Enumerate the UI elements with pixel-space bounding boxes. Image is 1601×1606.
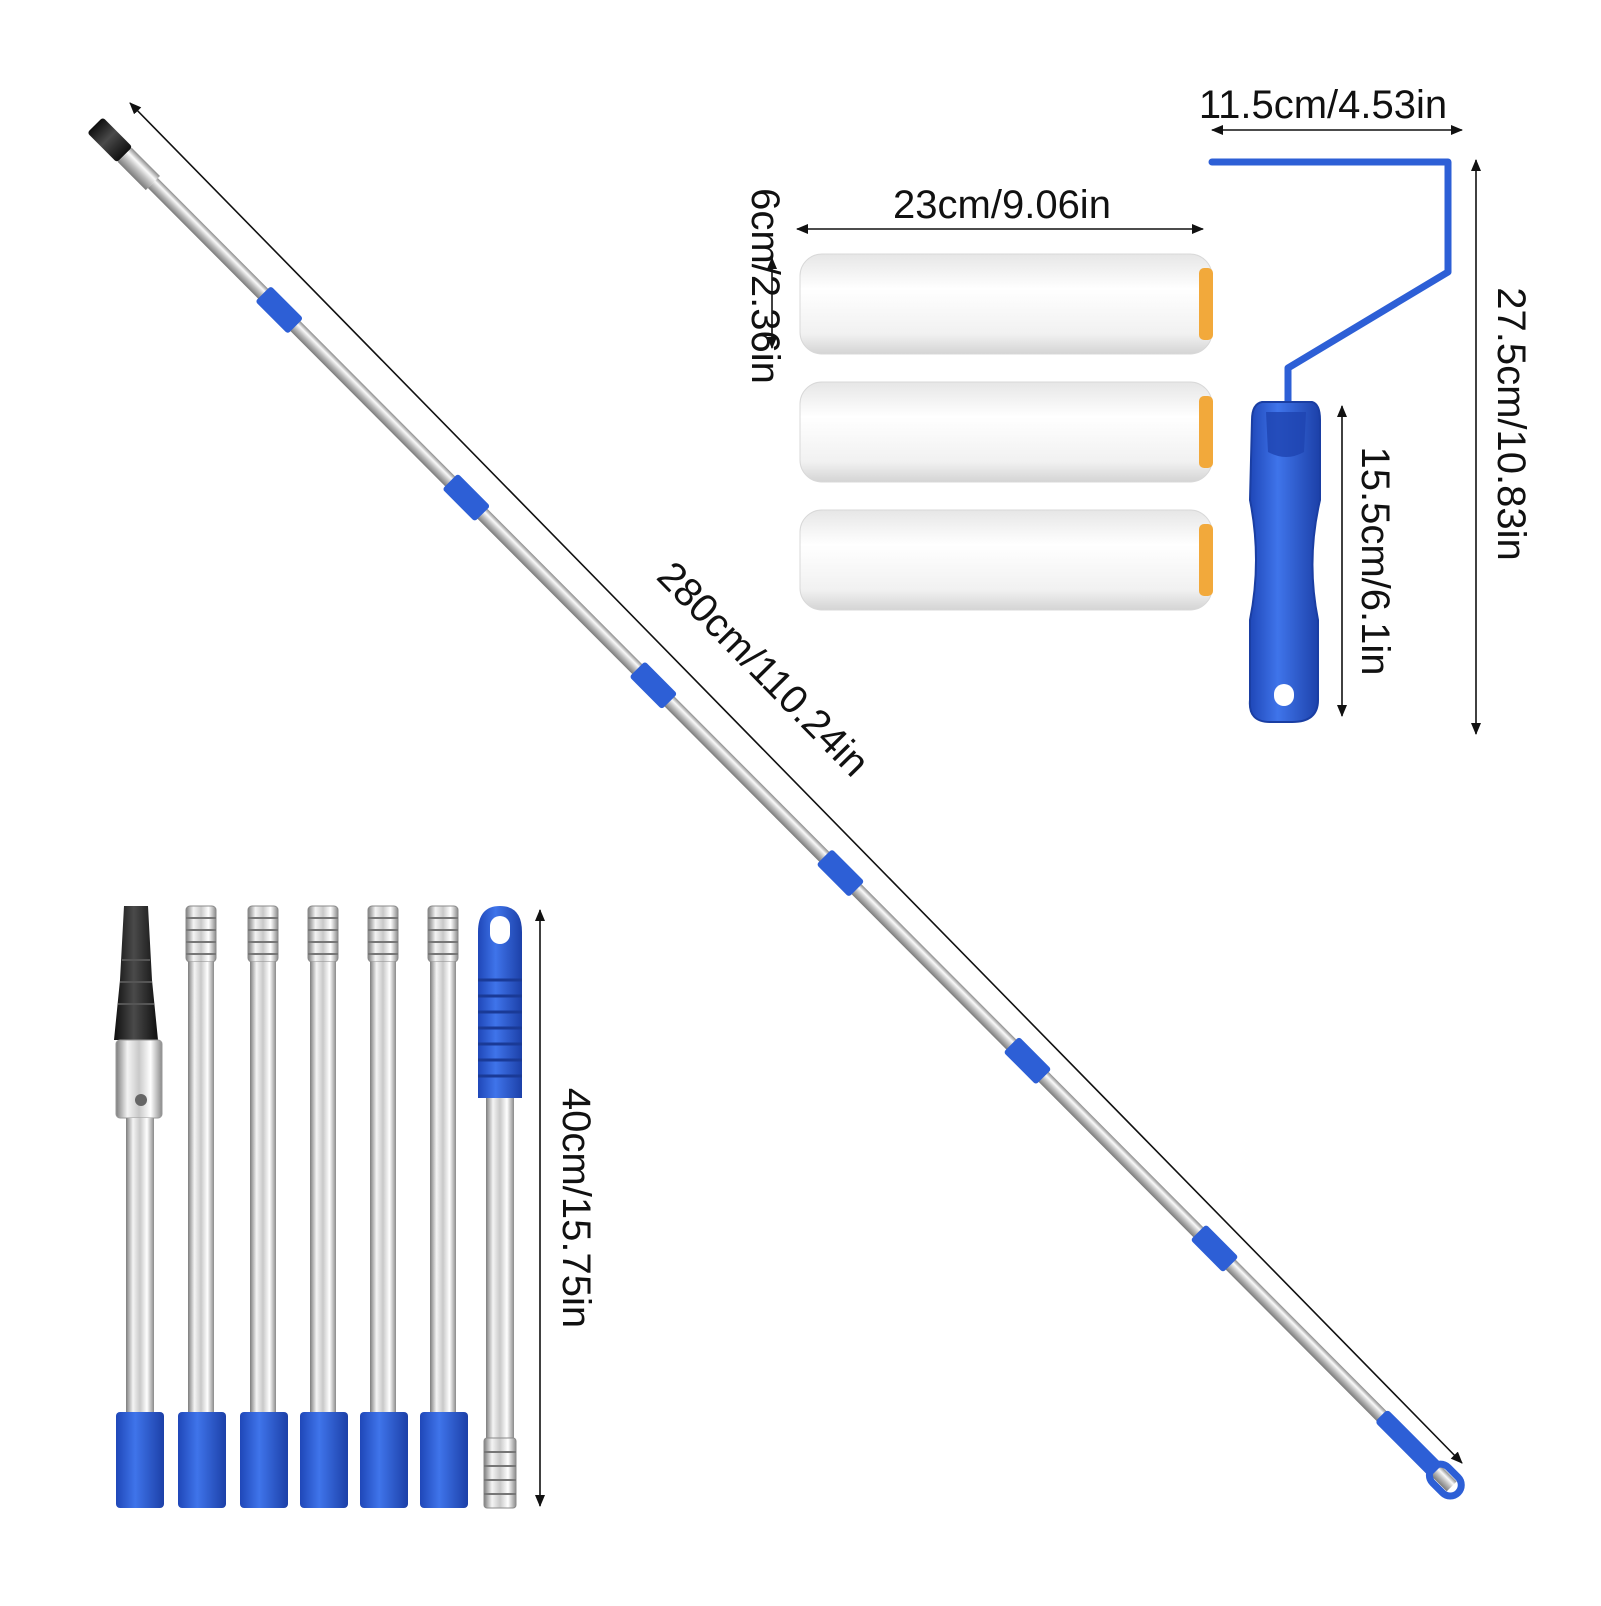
roller-frame-handle: [1248, 401, 1321, 723]
section-tube: [370, 962, 396, 1414]
pole-section-tip: [114, 906, 164, 1508]
roller-cover-core: [1199, 396, 1213, 468]
pole-section: [360, 905, 408, 1508]
frame-width-label: 11.5cm/4.53in: [1199, 83, 1447, 127]
section-blue-grip: [478, 906, 522, 1098]
roller-frame: 11.5cm/4.53in 27.5cm/10.83in 15.5cm/6.1i…: [1199, 83, 1533, 735]
section-tube: [250, 962, 276, 1414]
section-length-label: 40cm/15.75in: [554, 1088, 598, 1328]
section-tube: [430, 962, 456, 1414]
roller-cover-core: [1199, 524, 1213, 596]
section-blue-ring: [420, 1412, 468, 1508]
pole-section: [300, 905, 348, 1508]
section-blue-ring: [240, 1412, 288, 1508]
collar-screw: [135, 1094, 147, 1106]
roller-diameter-label: 6cm/2.36in: [743, 188, 787, 384]
section-blue-ring: [300, 1412, 348, 1508]
section-metal-collar: [115, 1039, 163, 1119]
pole-length-arrow: [129, 102, 1463, 1464]
section-tube: [310, 962, 336, 1414]
pole-section: [240, 905, 288, 1508]
section-tube: [486, 1098, 514, 1438]
pole-section-handle: [478, 906, 522, 1509]
pole-hang-loop: [1425, 1460, 1465, 1500]
roller-cover: [799, 509, 1213, 611]
pole-section: [420, 905, 468, 1508]
handle-hang-hole: [1274, 684, 1294, 706]
section-threaded-tip: [114, 906, 158, 1040]
roller-cover: [799, 381, 1213, 483]
section-thread: [483, 1437, 517, 1509]
handle-length-label: 15.5cm/6.1in: [1353, 446, 1397, 675]
handle-badge: [1266, 412, 1306, 457]
frame-height-label: 27.5cm/10.83in: [1489, 287, 1533, 561]
pole-threaded-tip: [88, 118, 132, 162]
section-tube: [126, 1118, 154, 1414]
section-tube: [188, 962, 214, 1414]
section-blue-ring: [360, 1412, 408, 1508]
roller-cover: [799, 253, 1213, 355]
roller-cover-core: [1199, 268, 1213, 340]
roller-covers-group: 23cm/9.06in 6cm/2.36in: [743, 183, 1213, 611]
roller-frame-wire: [1208, 158, 1452, 422]
pole-section: [178, 905, 226, 1508]
section-blue-ring: [116, 1412, 164, 1508]
section-blue-ring: [178, 1412, 226, 1508]
pole-sections-group: 40cm/15.75in: [114, 905, 598, 1509]
roller-length-label: 23cm/9.06in: [893, 183, 1111, 227]
pole-steel-tube: [147, 178, 1457, 1492]
section-hang-hole: [490, 916, 510, 944]
